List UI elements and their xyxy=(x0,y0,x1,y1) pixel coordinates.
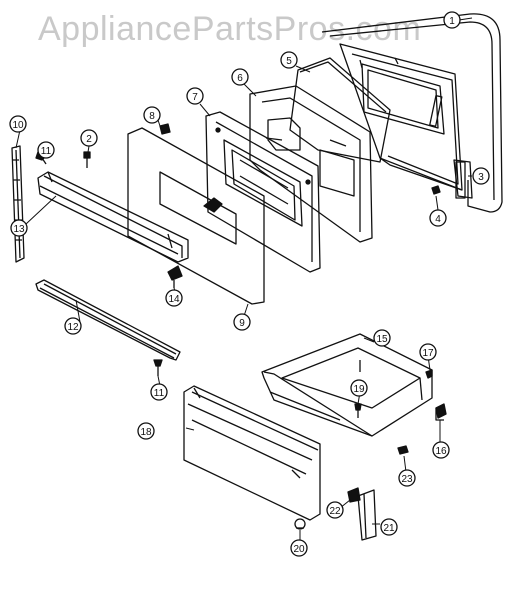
callout-16: 16 xyxy=(432,441,450,459)
svg-text:4: 4 xyxy=(435,214,441,225)
door-hinge-part xyxy=(455,161,466,199)
callout-10: 10 xyxy=(9,115,27,133)
svg-text:18: 18 xyxy=(140,427,152,438)
screw-part-17 xyxy=(425,369,433,379)
svg-text:15: 15 xyxy=(376,334,388,345)
callout-11-bottom: 11 xyxy=(150,383,168,401)
svg-text:11: 11 xyxy=(154,388,165,399)
svg-text:12: 12 xyxy=(67,322,79,333)
callout-8: 8 xyxy=(143,106,161,124)
svg-text:14: 14 xyxy=(168,294,180,305)
svg-text:3: 3 xyxy=(478,172,484,183)
callout-13: 13 xyxy=(10,219,28,237)
callout-6: 6 xyxy=(231,68,249,86)
svg-text:1: 1 xyxy=(449,16,455,27)
callout-9: 9 xyxy=(233,313,251,331)
screw-part-19 xyxy=(354,403,362,418)
svg-text:22: 22 xyxy=(329,506,341,517)
svg-text:13: 13 xyxy=(13,224,25,235)
svg-text:9: 9 xyxy=(239,318,245,329)
door-liner-part xyxy=(205,111,321,273)
clip-part-4 xyxy=(431,185,441,195)
callout-15: 15 xyxy=(373,329,391,347)
svg-text:21: 21 xyxy=(383,523,395,534)
callout-2: 2 xyxy=(80,129,98,147)
screw-part-bottom xyxy=(153,359,163,376)
screw-part-2 xyxy=(83,151,91,168)
callout-3: 3 xyxy=(472,167,490,185)
door-handle-part xyxy=(37,171,189,263)
door-frame-part xyxy=(321,13,503,213)
callout-1: 1 xyxy=(443,11,461,29)
trim-part-21 xyxy=(357,489,377,541)
callout-19: 19 xyxy=(350,379,368,397)
svg-text:8: 8 xyxy=(149,111,155,122)
svg-text:11: 11 xyxy=(41,146,52,157)
drawer-front-part xyxy=(183,385,321,521)
svg-text:2: 2 xyxy=(86,134,92,145)
svg-text:16: 16 xyxy=(435,446,447,457)
screw-part-14 xyxy=(167,265,183,288)
svg-text:10: 10 xyxy=(12,120,24,131)
drawer-pan-part xyxy=(261,333,433,437)
watermark-text: AppliancePartsPros.com xyxy=(38,10,422,48)
callout-20: 20 xyxy=(290,539,308,557)
side-trim-part xyxy=(11,145,25,263)
svg-text:17: 17 xyxy=(422,348,434,359)
clip-part-23 xyxy=(397,445,409,455)
callout-7: 7 xyxy=(186,87,204,105)
leader-lines xyxy=(15,17,473,540)
bracket-part-22 xyxy=(347,487,361,503)
drawer-rail-part xyxy=(35,279,181,361)
svg-text:19: 19 xyxy=(353,384,365,395)
foot-part-20 xyxy=(294,518,306,530)
svg-text:23: 23 xyxy=(401,474,413,485)
callout-17: 17 xyxy=(419,343,437,361)
callout-18: 18 xyxy=(137,422,155,440)
callout-21: 21 xyxy=(380,518,398,536)
callout-5: 5 xyxy=(280,51,298,69)
svg-text:5: 5 xyxy=(286,56,292,67)
outer-door-panel-part xyxy=(127,127,265,305)
svg-text:6: 6 xyxy=(237,73,243,84)
door-glass-part xyxy=(289,57,391,163)
clip-part-8 xyxy=(159,123,171,135)
callout-14: 14 xyxy=(165,289,183,307)
callout-23: 23 xyxy=(398,469,416,487)
callout-4: 4 xyxy=(429,209,447,227)
callout-12: 12 xyxy=(64,317,82,335)
callout-22: 22 xyxy=(326,501,344,519)
svg-text:7: 7 xyxy=(192,92,198,103)
callout-11-top: 11 xyxy=(37,141,55,159)
drawer-slide-part xyxy=(435,403,447,421)
svg-text:20: 20 xyxy=(293,544,305,555)
